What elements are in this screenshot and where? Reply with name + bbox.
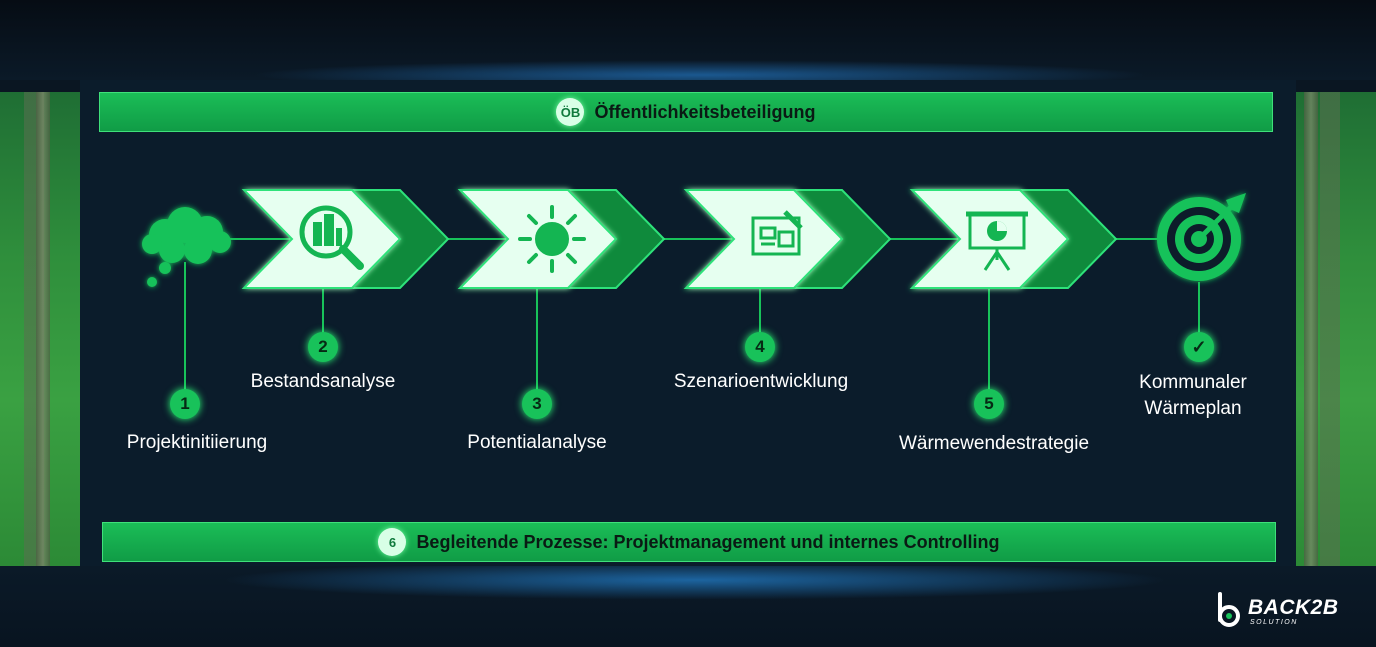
bottom-glow [220,560,1170,600]
step-number-3: 3 [522,389,552,419]
step-label-3: Potentialanalyse [467,432,607,453]
back2b-logo: BACK2B SOLUTION [1214,592,1354,632]
band-badge: 6 [378,528,407,556]
diagram-panel [80,80,1296,566]
band-badge: ÖB [556,98,585,126]
step-label-1: Projektinitiierung [126,432,268,453]
step-number-5: 5 [974,389,1004,419]
step-label-final: Kommunaler Wärmeplan [1139,372,1247,419]
thought-cloud-icon [142,207,231,287]
step-label-5: Wärmewendestrategie [898,433,1090,454]
sun-icon [518,205,586,273]
step-number-2: 2 [308,332,338,362]
check-icon: ✓ [1184,332,1214,362]
forest-image-right [1296,92,1376,566]
chevron-step-2 [241,189,450,289]
logo-subtitle: SOLUTION [1250,619,1298,626]
chevron-step-4 [683,189,892,289]
step-number-1: 1 [170,389,200,419]
presentation-chart-icon [966,211,1028,271]
chevron-step-5 [909,189,1118,289]
logo-mark-icon [1218,592,1240,627]
blueprint-pencil-icon [751,210,803,256]
public-participation-band: ÖB Öffentlichkeitsbeteiligung [99,92,1273,132]
chevron-step-3 [457,189,666,289]
target-arrow-icon [1157,193,1246,281]
band-title: Begleitende Prozesse: Projektmanagement … [416,531,1000,552]
step-number-4: 4 [745,332,775,362]
logo-name: BACK2B [1248,596,1339,619]
step-label-2: Bestandsanalyse [250,371,396,392]
step-label-4: Szenarioentwicklung [673,371,849,392]
accompanying-processes-band: 6 Begleitende Prozesse: Projektmanagemen… [102,522,1276,562]
forest-image-left [0,92,80,566]
band-title: Öffentlichkeitsbeteiligung [594,101,816,122]
building-magnifier-icon [299,205,364,270]
